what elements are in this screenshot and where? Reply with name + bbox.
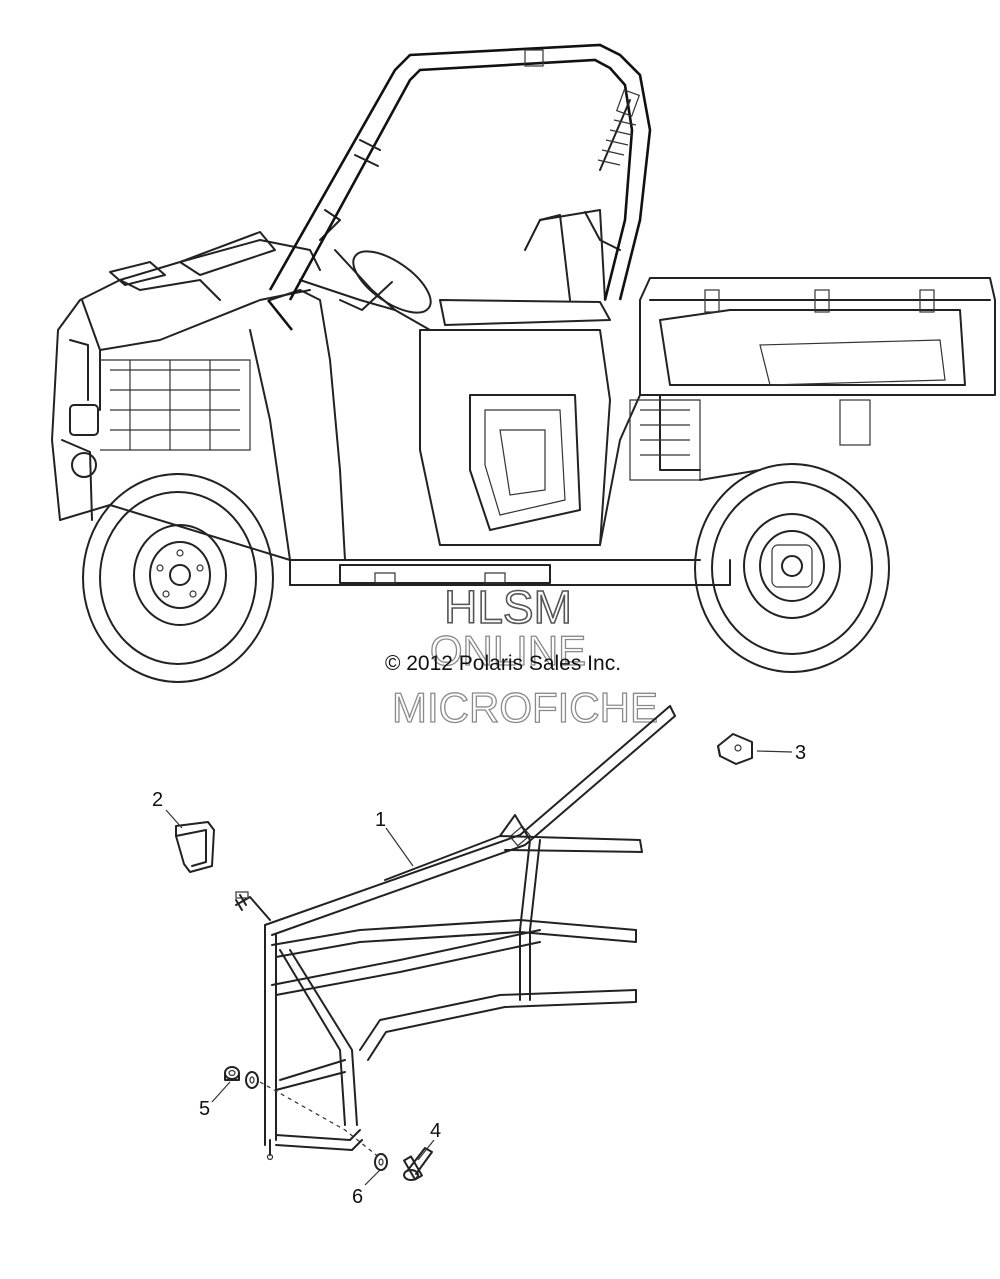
- callout-6: 6: [352, 1186, 363, 1208]
- callout-leaders: [165, 750, 793, 1186]
- front-wheel: [82, 473, 274, 683]
- callout-1: 1: [375, 809, 386, 831]
- watermark: HLSM ONLINE MICROFICHE: [391, 580, 658, 731]
- part-2-clip: [175, 821, 215, 873]
- callout-5: 5: [199, 1098, 210, 1120]
- washer-upper: [245, 1071, 259, 1089]
- part-6-washer: [374, 1153, 388, 1171]
- part-1-roll-cage: [235, 705, 676, 1161]
- vehicle-side-view: [51, 43, 996, 683]
- callout-3: 3: [795, 742, 806, 764]
- part-5-nut: [224, 1066, 240, 1081]
- watermark-line2: ONLINE: [430, 627, 586, 674]
- rear-wheel: [694, 463, 890, 673]
- watermark-line1: HLSM: [444, 581, 572, 633]
- part-4-bolt: [403, 1147, 433, 1181]
- part-3-bracket: [717, 733, 753, 765]
- callout-4: 4: [430, 1120, 441, 1142]
- copyright-notice: © 2012 Polaris Sales Inc.: [385, 652, 621, 675]
- callout-2: 2: [152, 789, 163, 811]
- watermark-line3: MICROFICHE: [392, 684, 658, 731]
